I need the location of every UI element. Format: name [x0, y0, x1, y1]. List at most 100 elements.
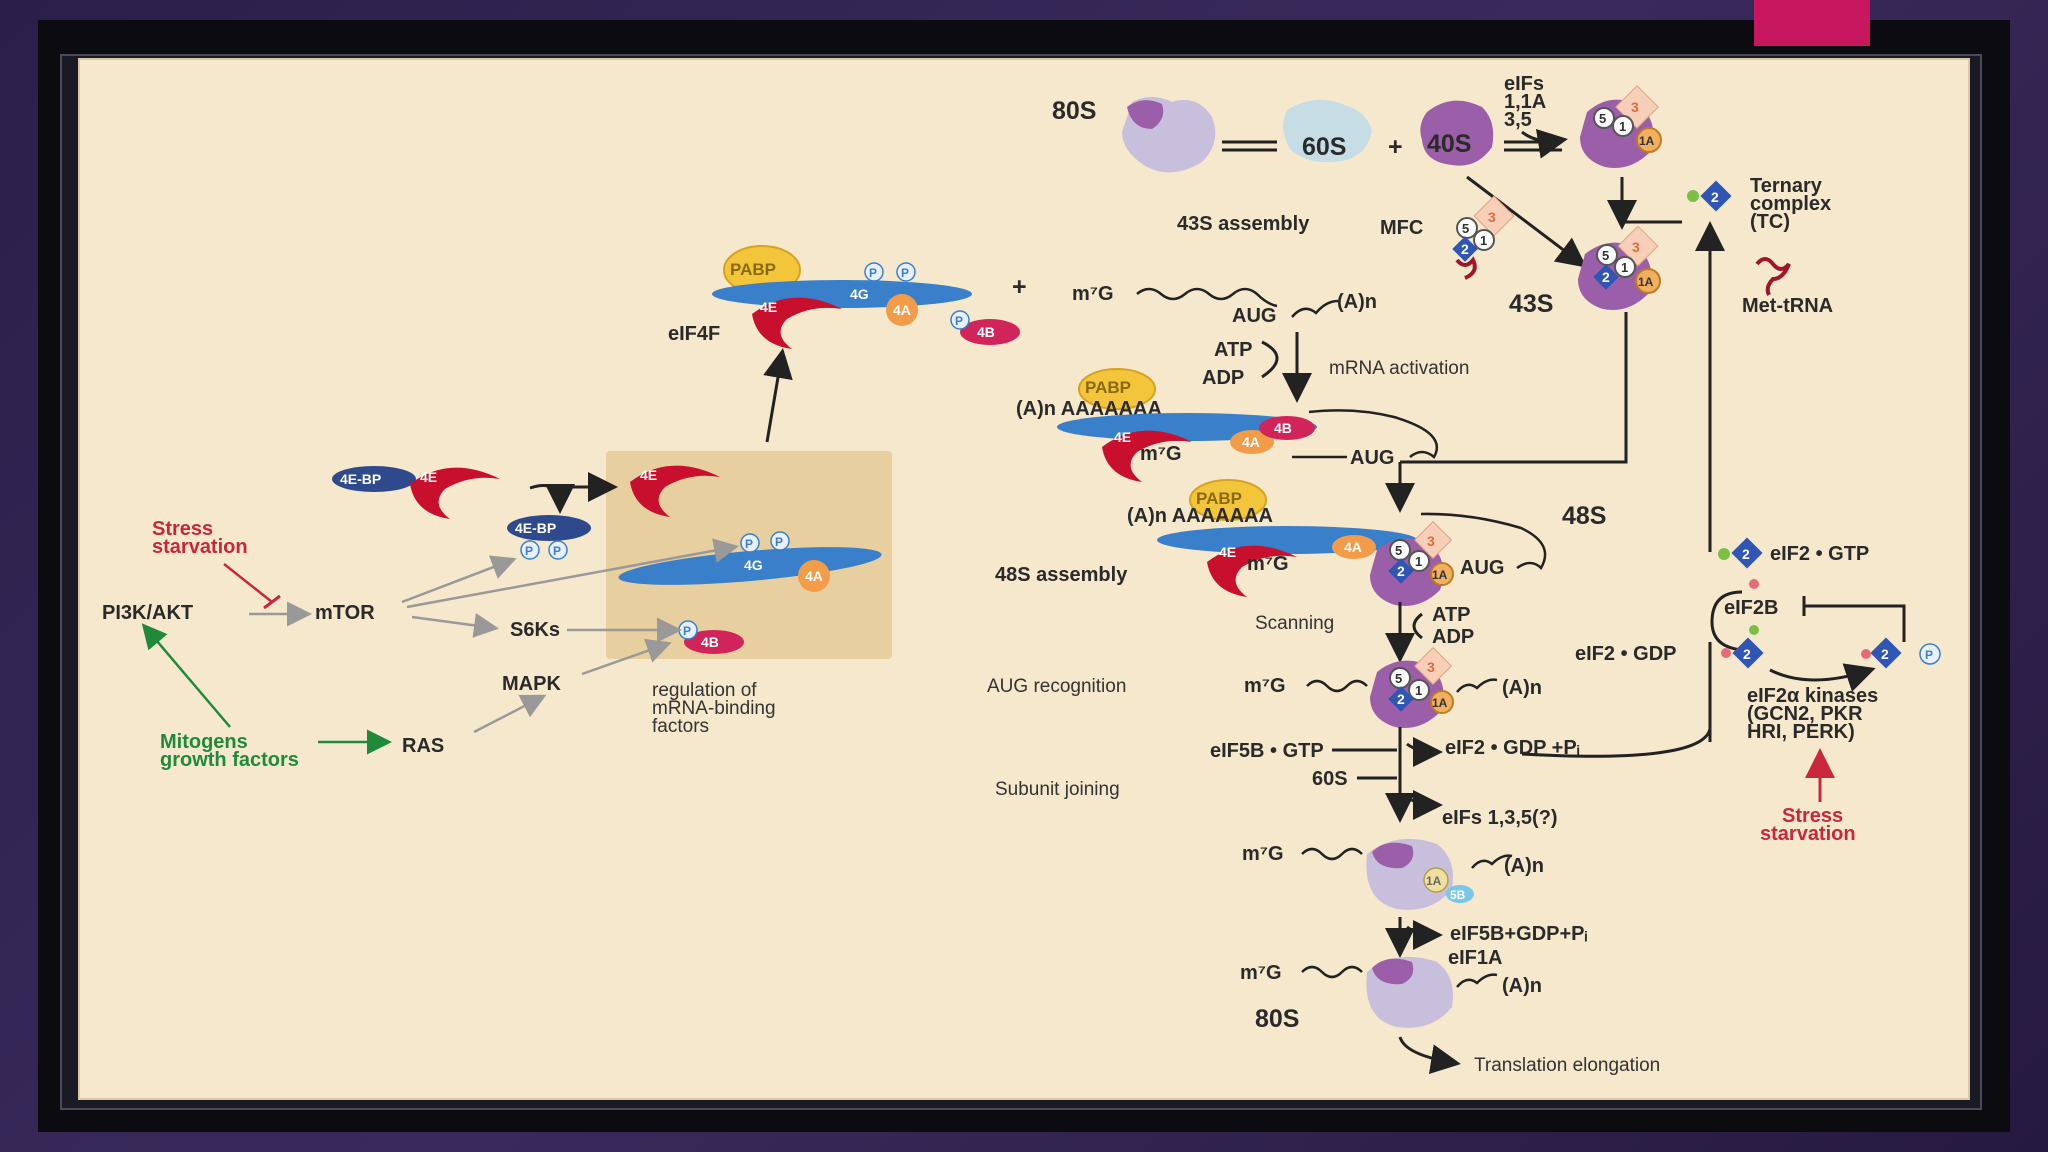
label-mfc: MFC [1380, 217, 1423, 239]
eif5b-label-80s: 5B [1450, 888, 1466, 902]
inhibit-stress-mtor [223, 563, 273, 603]
eif3-label-mfc: 3 [1488, 209, 1496, 225]
label-an-aaa-1: (A)n AAAAAAA [1016, 398, 1162, 420]
label-atp-1: ATP [1214, 339, 1253, 361]
trna-mfc-icon [1455, 256, 1477, 280]
ribosome-80s-mid-small [1372, 842, 1414, 869]
eif4e-top-label: 4E [760, 299, 777, 315]
label-mitogens-2: growth factors [160, 749, 299, 771]
mrna-wave-1 [1136, 287, 1278, 308]
label-mtor: mTOR [315, 602, 375, 624]
eif4e-mid [1102, 430, 1192, 482]
eif3-label-43s: 3 [1632, 239, 1640, 255]
eif1-circle-48s [1408, 550, 1430, 572]
gdp-dot-1 [1749, 579, 1759, 589]
label-eif5b-gtp: eIF5B • GTP [1210, 740, 1324, 762]
fourebp-b-label: 4E-BP [515, 520, 556, 536]
arrow-4ebp-release [529, 483, 575, 514]
eif4a-top-label: 4A [893, 302, 911, 318]
eif2-label-gtp: 2 [1742, 546, 1750, 562]
fourebp-a [332, 466, 416, 492]
pabp-48s [1189, 479, 1267, 521]
label-mrna-activation: mRNA activation [1329, 358, 1469, 379]
eif3-label-48s: 3 [1427, 533, 1435, 549]
curve-eif2-gdp-return [1521, 728, 1712, 758]
ribosome-40s-part [1127, 100, 1164, 129]
p-badge-top-2-label: P [901, 266, 909, 280]
inhibit-tick [263, 594, 281, 610]
label-an-4: (A)n [1502, 677, 1542, 699]
eif4a-48s [1332, 535, 1376, 559]
eif4e-bound [410, 467, 500, 519]
mrna-wave-4 [1306, 679, 1368, 693]
label-eifs-135: eIFs 1,3,5(?) [1442, 807, 1558, 829]
label-ternary-1: Ternary [1750, 175, 1823, 197]
eif4b-mid-label: 4B [1274, 420, 1292, 436]
eif5-label-43s: 5 [1602, 248, 1609, 263]
p-badge-4g-2-label: P [775, 535, 783, 549]
label-m7g-5: m⁷G [1242, 843, 1284, 865]
eif5-circle-mfc [1456, 217, 1478, 239]
label-eif2-gdp-pi: eIF2 • GDP +Pᵢ [1445, 737, 1580, 759]
line-43s-to-48s [1400, 312, 1628, 464]
mrna-wave-6b [1456, 973, 1498, 988]
arrow-mtor-4g [406, 538, 739, 609]
mrna-loop-mid [1308, 409, 1439, 459]
eif1-circle-aug [1408, 679, 1430, 701]
eif2-label-mfc: 2 [1461, 241, 1469, 257]
label-an-1: (A)n [1337, 291, 1377, 313]
eif4e-48s-label: 4E [1219, 544, 1236, 560]
eif1a-label-43s: 1A [1638, 275, 1654, 289]
atp-curve-2 [1412, 612, 1423, 640]
gtp-dot [1718, 548, 1730, 560]
label-eifs-2: 1,1A [1504, 91, 1546, 113]
eif2-label-tc: 2 [1711, 189, 1719, 205]
eif2-label-43s: 2 [1602, 269, 1610, 285]
equilibrium-arrows-1 [1222, 140, 1277, 152]
p-badge-4g-1 [740, 533, 760, 553]
label-60s-b: 60S [1312, 768, 1348, 790]
label-adp-2: ADP [1432, 626, 1474, 648]
gtp-dot-tc [1687, 190, 1699, 202]
eif1-label-43s: 1 [1621, 260, 1628, 275]
eif2-label-gdp: 2 [1743, 646, 1751, 662]
eif2-label-p: 2 [1881, 646, 1889, 662]
eif5b-80s [1446, 885, 1474, 903]
label-eifs-1: eIFs [1504, 73, 1544, 95]
p-badge-4ebp-1-label: P [525, 544, 533, 558]
label-eif2-gdp: eIF2 • GDP [1575, 643, 1676, 665]
label-kinases-3: HRI, PERK) [1747, 721, 1855, 743]
pabp-48s-label: PABP [1196, 489, 1242, 508]
eif4g-left-label: 4G [744, 557, 763, 573]
accent-bar [1754, 0, 1870, 46]
label-stress-left-1: Stress [152, 518, 213, 540]
eif4a-left [798, 560, 830, 592]
label-stress-right-2: starvation [1760, 823, 1856, 845]
eif1a-circle-43s [1635, 268, 1661, 294]
eif4e-mid-label: 4E [1114, 429, 1131, 445]
label-stress-left-2: starvation [152, 536, 248, 558]
arrow-eif2-gdp-out [1406, 736, 1443, 767]
label-60s: 60S [1302, 133, 1346, 161]
ribosome-60s [1283, 99, 1372, 163]
label-43s-assembly: 43S assembly [1177, 213, 1310, 235]
label-m7g-6: m⁷G [1240, 962, 1282, 984]
eif4e-free [630, 465, 720, 517]
eif2-label-aug: 2 [1397, 691, 1405, 707]
eif4b-mid [1259, 416, 1315, 440]
arrow-elongation [1398, 1036, 1461, 1075]
translation-initiation-diagram: 80S 60S + 40S eIFs 1,1A 3,5 3 5 1 1A 2 T… [78, 58, 1970, 1100]
arrow-eif5b-out [1406, 919, 1443, 950]
eif5-label-aug: 5 [1395, 671, 1402, 686]
eif4a-mid [1230, 430, 1274, 454]
label-plus-left: + [1012, 273, 1027, 301]
eif1-circle-top [1612, 115, 1634, 137]
label-aug-1: AUG [1232, 305, 1276, 327]
eif3-label-aug: 3 [1427, 659, 1435, 675]
gdp-dot-2 [1721, 648, 1731, 658]
label-plus-mid: + [1388, 133, 1403, 161]
ribosome-40s [1420, 100, 1494, 166]
pabp-top-label: PABP [730, 260, 776, 279]
pabp-mid-label: PABP [1085, 378, 1131, 397]
eif1-label-top: 1 [1619, 119, 1626, 134]
